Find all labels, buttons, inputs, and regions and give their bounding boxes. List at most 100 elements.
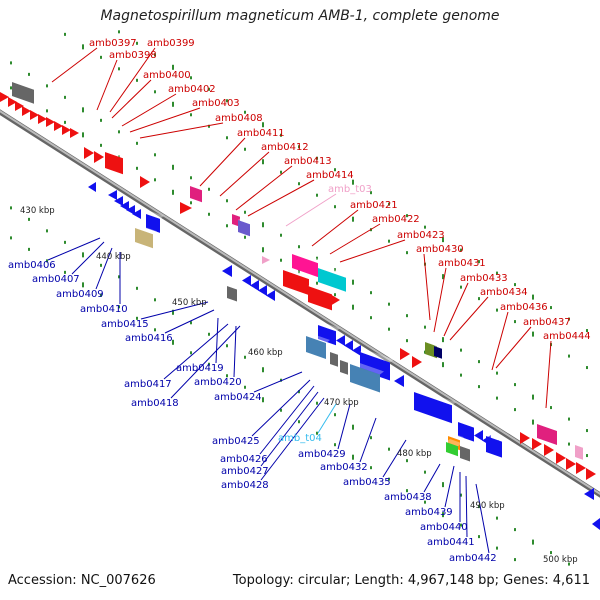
block-face — [360, 352, 390, 381]
label-leader — [219, 151, 270, 197]
label-leader — [545, 340, 552, 409]
scale-dot — [316, 193, 318, 197]
gene-block-blue — [486, 433, 506, 458]
label-leader — [444, 465, 455, 508]
scale-dot — [100, 55, 102, 59]
gene-label-reverse: amb0416 — [125, 333, 173, 344]
scale-dot — [172, 309, 174, 315]
scale-dot — [280, 170, 282, 174]
scale-dot — [46, 259, 48, 263]
gene-label-reverse: amb0432 — [320, 462, 368, 473]
scale-dot — [460, 493, 462, 497]
gene-label-reverse: amb0442 — [449, 553, 497, 564]
scale-tick-label: 500 kbp — [543, 555, 578, 565]
scale-dot — [370, 436, 372, 440]
block-top — [537, 421, 561, 431]
gene-forward — [576, 462, 586, 474]
label-leader — [317, 403, 337, 434]
gene-label-reverse: amb0426 — [220, 454, 268, 465]
scale-dot — [334, 443, 336, 447]
scale-dot — [64, 32, 66, 36]
scale-dot — [100, 263, 102, 267]
scale-dot — [82, 107, 84, 113]
gene-block-red — [308, 283, 336, 311]
block-top — [227, 283, 241, 290]
block-top — [105, 149, 127, 159]
scale-dot — [208, 332, 210, 336]
gene-label-forward: amb0411 — [237, 128, 285, 139]
block-face — [537, 424, 557, 445]
scale-dot — [424, 470, 426, 474]
gene-label-reverse: amb0435 — [343, 477, 391, 488]
scale-dot — [460, 523, 462, 527]
scale-dot — [370, 466, 372, 470]
scale-dot — [244, 110, 246, 114]
block-top — [448, 433, 464, 441]
gene-block-grey — [340, 357, 352, 375]
gene-label-forward: amb0413 — [284, 156, 332, 167]
scale-dot — [586, 454, 588, 458]
block-face — [434, 346, 442, 359]
label-leader — [285, 193, 337, 227]
scale-dot — [532, 539, 534, 545]
scale-dot — [316, 281, 318, 285]
gene-label-reverse: amb0407 — [32, 274, 80, 285]
scale-dot — [82, 252, 84, 258]
scale-dot — [28, 217, 30, 221]
scale-dot — [28, 247, 30, 251]
scale-tick-label: 490 kbp — [470, 501, 505, 511]
gene-reverse — [394, 375, 404, 387]
scale-dot — [280, 258, 282, 262]
scale-dot — [442, 274, 444, 280]
gene-label-reverse: amb0410 — [80, 304, 128, 315]
scale-dot — [100, 293, 102, 297]
gene-label-reverse: amb0424 — [214, 392, 262, 403]
scale-dot — [442, 237, 444, 243]
gene-block-blue — [458, 419, 478, 442]
scale-dot — [10, 236, 12, 240]
scale-dot — [406, 251, 408, 255]
scale-dot — [352, 304, 354, 310]
scale-dot — [532, 419, 534, 425]
scale-dot — [118, 275, 120, 279]
label-leader — [253, 371, 303, 393]
scale-dot — [10, 61, 12, 65]
gene-reverse — [250, 280, 259, 291]
block-top — [12, 79, 38, 90]
gene-block-pink — [190, 183, 206, 203]
scale-dot — [136, 316, 138, 320]
scale-dot — [10, 86, 12, 90]
scale-dot — [442, 512, 444, 518]
label-leader — [47, 237, 101, 261]
gene-label-forward: amb0421 — [350, 200, 398, 211]
scale-tick-label: 450 kbp — [172, 298, 207, 308]
scale-tick-label: 430 kbp — [20, 206, 55, 216]
scale-dot — [496, 546, 498, 550]
scale-dot — [262, 397, 264, 403]
scale-dot — [298, 245, 300, 249]
gene-block-purple — [238, 217, 254, 237]
scale-dot — [532, 331, 534, 337]
label-leader — [260, 397, 325, 481]
gene-label-reverse: amb0440 — [420, 522, 468, 533]
label-leader — [475, 483, 490, 554]
scale-dot — [568, 417, 570, 421]
scale-dot — [478, 360, 480, 364]
gene-forward — [556, 452, 566, 464]
block-face — [340, 360, 348, 375]
scale-dot — [208, 212, 210, 216]
block-top — [232, 211, 244, 217]
scale-dot — [424, 325, 426, 329]
scale-dot — [136, 141, 138, 145]
label-leader — [140, 301, 209, 320]
scale-dot — [568, 562, 570, 566]
label-leader — [259, 385, 315, 455]
scale-dot — [118, 130, 120, 134]
scale-dot — [334, 293, 336, 297]
scale-dot — [388, 477, 390, 481]
gene-block-blue — [146, 211, 164, 233]
label-leader — [449, 296, 489, 341]
scale-dot — [118, 155, 120, 159]
scale-dot — [496, 271, 498, 275]
